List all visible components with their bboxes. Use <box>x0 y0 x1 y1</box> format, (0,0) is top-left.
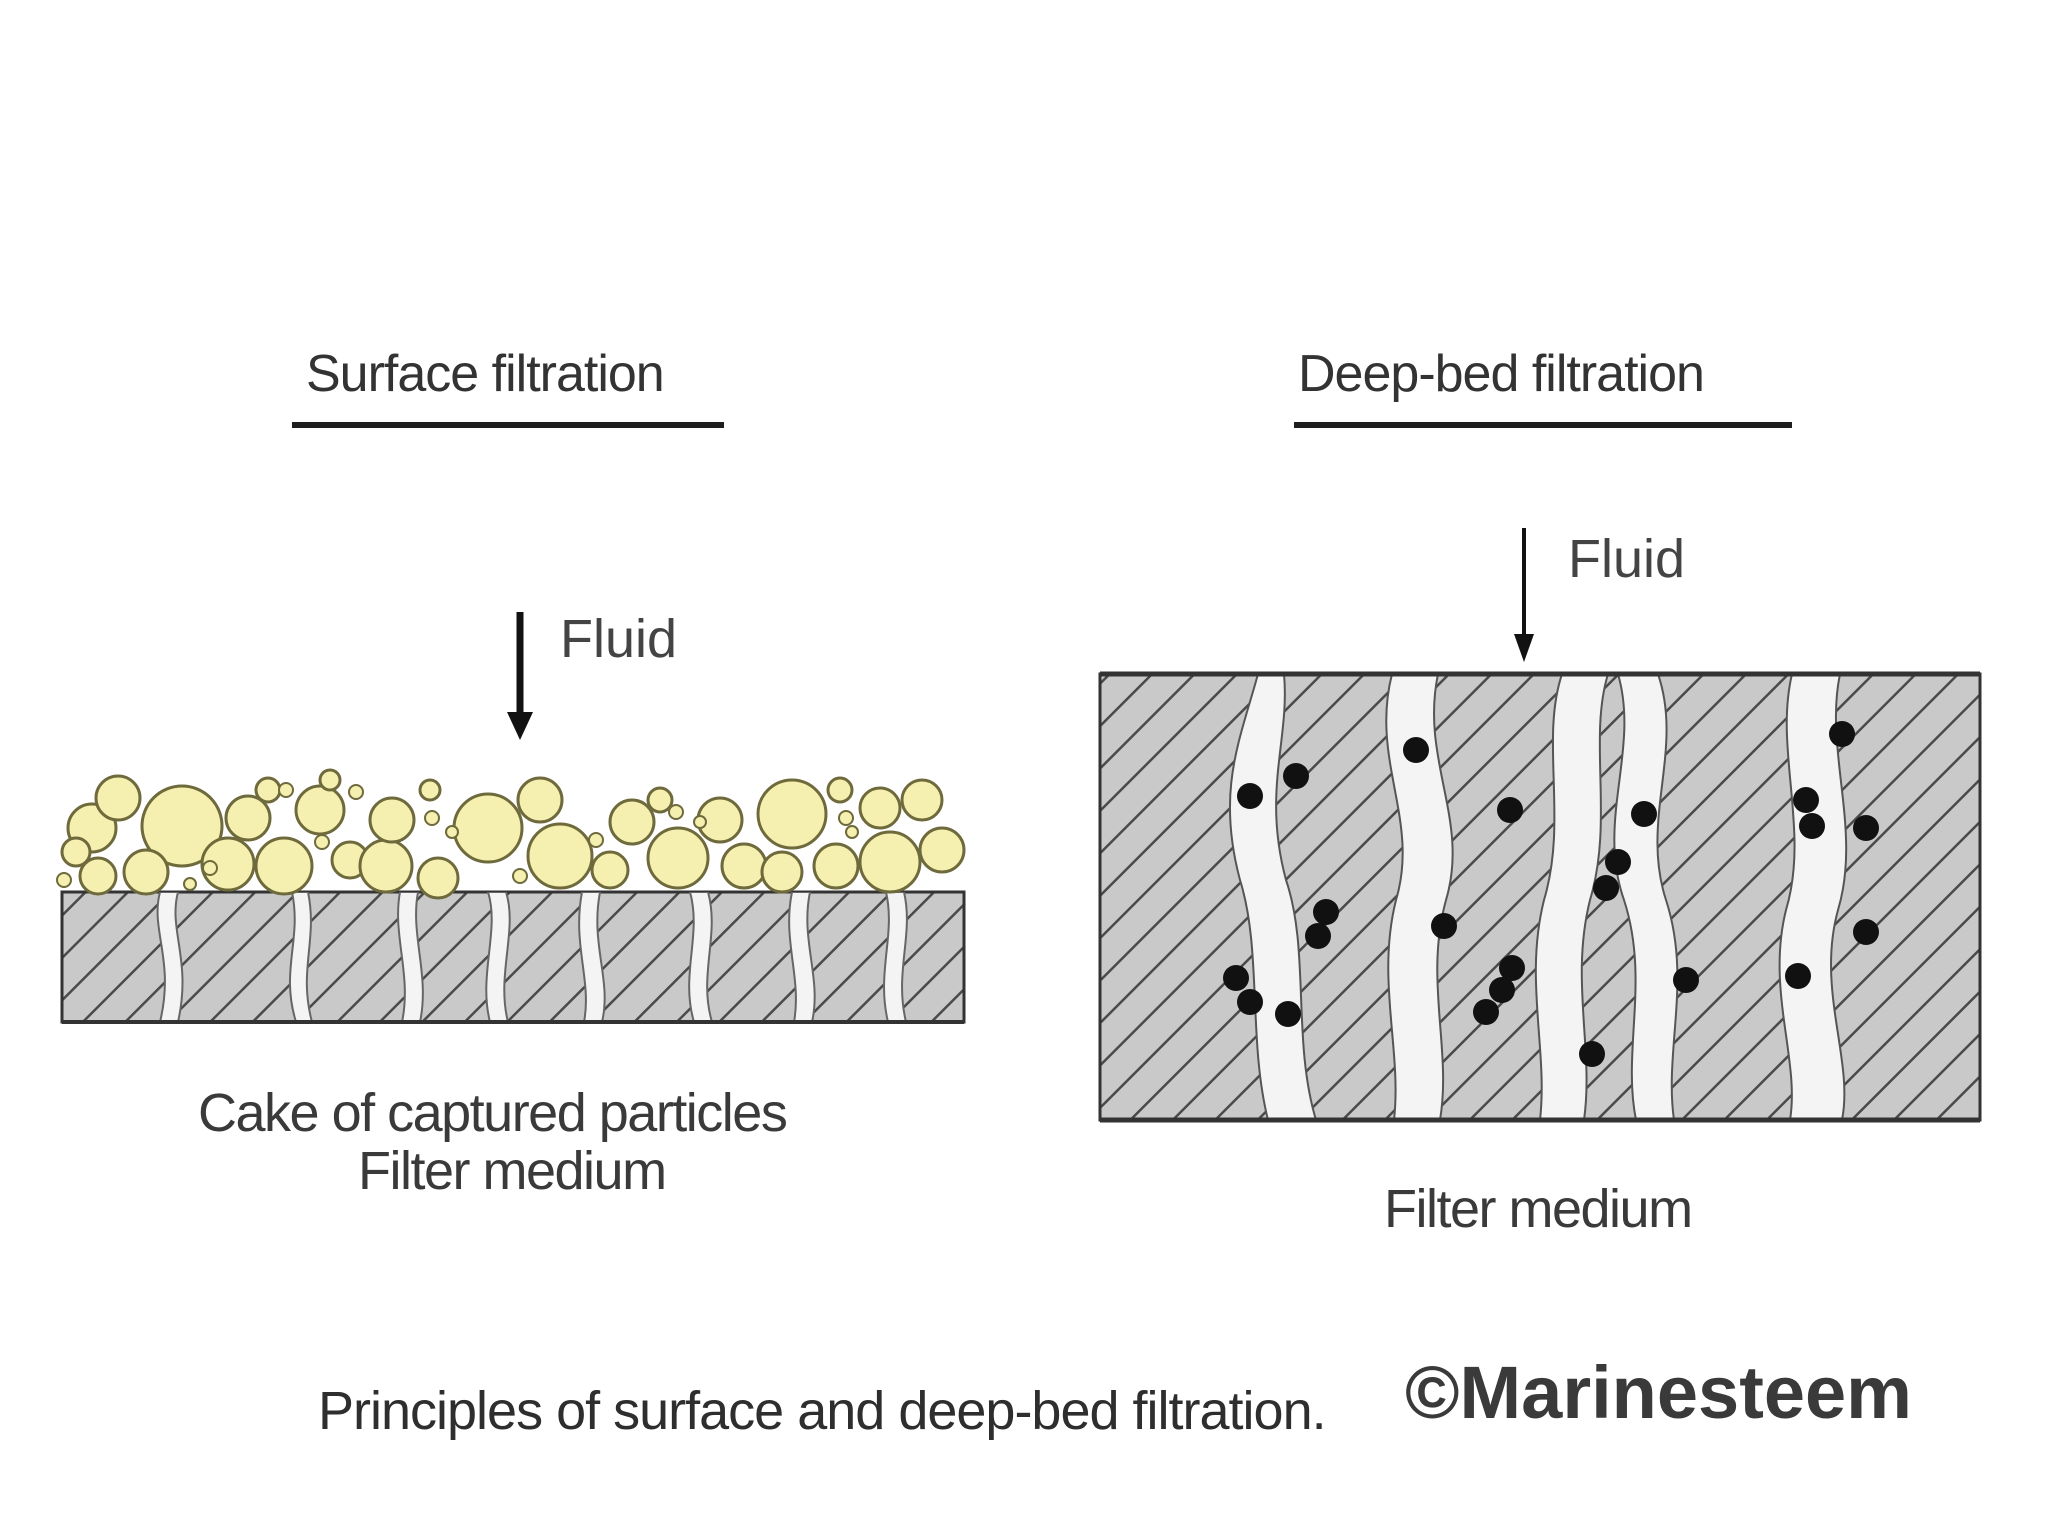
surface-filtration-title: Surface filtration <box>306 345 665 403</box>
surface-medium-label: Filter medium <box>358 1141 667 1201</box>
surface-fluid-label: Fluid <box>560 609 678 669</box>
surface-filter-medium <box>60 890 966 1024</box>
deep-bed-fluid-arrow <box>1514 528 1534 662</box>
figure-caption: Principles of surface and deep-bed filtr… <box>318 1381 1327 1441</box>
small-captured-particles <box>56 782 859 891</box>
deep-bed-title-underline <box>1294 422 1792 428</box>
deep-bed-filtration-title: Deep-bed filtration <box>1298 345 1705 403</box>
deep-bed-captured-particles <box>1223 721 1879 1067</box>
marinesteem-watermark: ©Marinesteem <box>1405 1351 1912 1434</box>
surface-fluid-arrow <box>507 612 533 740</box>
deep-bed-medium-label: Filter medium <box>1384 1179 1693 1239</box>
captured-particle-cake <box>60 768 966 900</box>
deep-bed-fluid-label: Fluid <box>1568 529 1686 589</box>
surface-title-underline <box>292 422 724 428</box>
cake-label: Cake of captured particles <box>198 1083 788 1143</box>
